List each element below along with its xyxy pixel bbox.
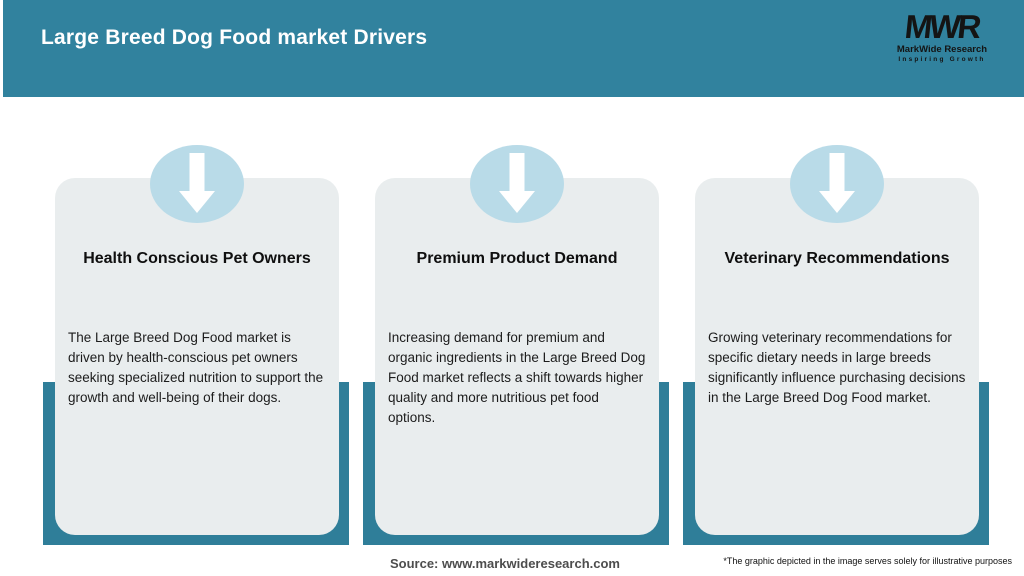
- card-body: The Large Breed Dog Food market is drive…: [68, 330, 324, 405]
- brand-logo: MWR MarkWide Research Inspiring Growth: [882, 8, 1002, 63]
- page-header: Large Breed Dog Food market Drivers MWR …: [0, 0, 1024, 97]
- driver-column: Premium Product Demand Increasing demand…: [363, 0, 669, 576]
- driver-column: Health Conscious Pet Owners The Large Br…: [43, 0, 349, 576]
- source-text: Source: www.markwideresearch.com: [389, 556, 620, 571]
- logo-tagline: Inspiring Growth: [898, 56, 986, 63]
- logo-name: MarkWide Research: [896, 44, 988, 55]
- driver-card: Premium Product Demand Increasing demand…: [375, 178, 659, 535]
- page-title: Large Breed Dog Food market Drivers: [41, 26, 428, 49]
- driver-column: Veterinary Recommendations Growing veter…: [683, 0, 989, 576]
- disclaimer-text: *The graphic depicted in the image serve…: [723, 556, 1012, 566]
- arrow-down-icon: [818, 153, 856, 215]
- arrow-badge: [470, 145, 564, 223]
- arrow-down-icon: [178, 153, 216, 215]
- card-title: Health Conscious Pet Owners: [83, 250, 311, 267]
- arrow-down-icon: [498, 153, 536, 215]
- arrow-badge: [150, 145, 244, 223]
- card-title: Premium Product Demand: [416, 250, 618, 267]
- driver-card: Veterinary Recommendations Growing veter…: [695, 178, 979, 535]
- card-body: Growing veterinary recommendations for s…: [708, 330, 966, 405]
- card-body: Increasing demand for premium and organi…: [388, 330, 646, 425]
- driver-card: Health Conscious Pet Owners The Large Br…: [55, 178, 339, 535]
- card-title: Veterinary Recommendations: [724, 250, 950, 267]
- arrow-badge: [790, 145, 884, 223]
